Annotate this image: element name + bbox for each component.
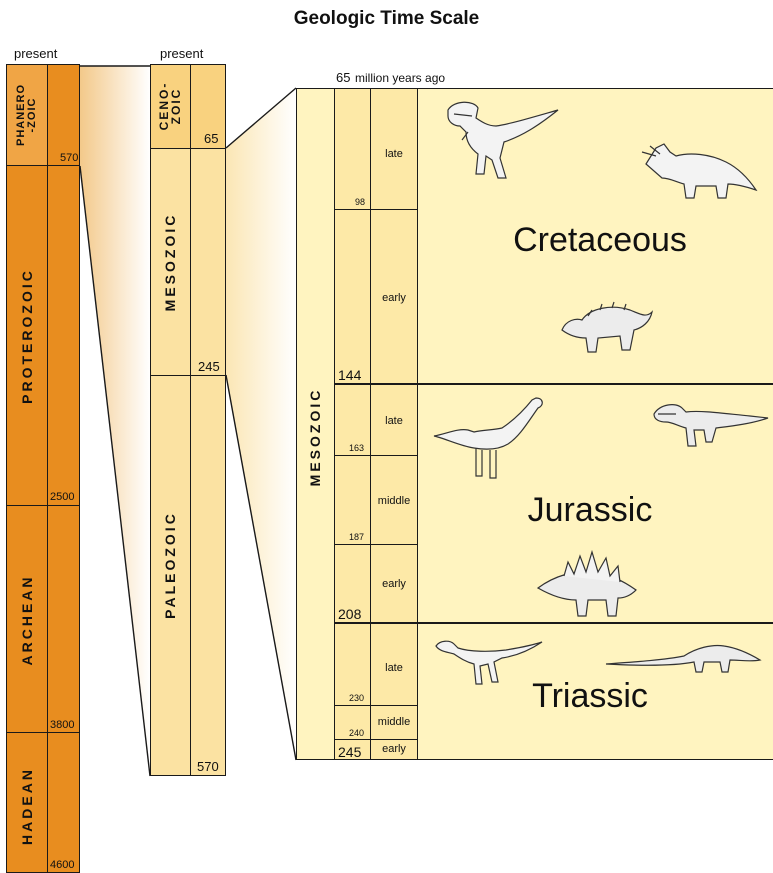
age-163: 163 [349,443,364,453]
eon-phanerozoic-scale [47,64,80,166]
epoch-cretaceous-early: early [371,292,417,304]
boundary-208 [334,622,773,624]
age-98: 98 [355,197,365,207]
age-187: 187 [349,532,364,542]
epoch-cretaceous-late: late [371,148,417,160]
allosaurus-icon [650,396,770,452]
age-570-col2: 570 [197,759,219,774]
boundary-144 [334,383,773,385]
eon-proterozoic-label: PROTEROZOIC [19,268,35,404]
long-tailed-reptile-icon [604,636,764,676]
col3-header-text: million years ago [355,71,445,85]
epoch-triassic-late: late [371,662,417,674]
boundary-240 [334,739,418,740]
boundary-163 [334,455,418,456]
boundary-98 [334,209,418,210]
age-3800: 3800 [50,719,74,731]
eon-phanerozoic-label: PHANERO -ZOIC [16,84,38,146]
triceratops-icon [640,138,760,202]
col3-header-num: 65 [336,70,350,85]
phanerozoic-zoom [80,66,150,776]
epoch-jurassic-early: early [371,578,417,590]
stegosaurus-icon [534,540,644,620]
era-mesozoic-detail-label: MESOZOIC [307,388,323,487]
era-mesozoic-label: MESOZOIC [162,213,178,312]
boundary-230 [334,705,418,706]
tyrannosaurus-icon [440,96,560,186]
age-208: 208 [338,606,361,622]
age-245-col3: 245 [338,744,361,760]
eon-hadean-label: HADEAN [19,767,35,845]
col1-header: present [14,46,57,61]
epoch-jurassic-late: late [371,415,417,427]
ankylosaurus-icon [558,296,654,360]
period-jurassic: Jurassic [470,491,710,530]
age-65-col2: 65 [204,131,218,146]
age-245-col2: 245 [198,359,220,374]
age-column [334,88,371,760]
period-cretaceous: Cretaceous [480,221,720,260]
boundary-187 [334,544,418,545]
age-4600: 4600 [50,859,74,871]
era-paleozoic-label: PALEOZOIC [162,511,178,619]
age-2500: 2500 [50,491,74,503]
mesozoic-zoom [226,88,296,760]
eon-hadean-scale [47,732,80,873]
eon-proterozoic-scale [47,165,80,506]
age-230: 230 [349,693,364,703]
sauropod-icon [432,392,548,484]
eon-archean-scale [47,505,80,733]
col2-header: present [160,46,203,61]
age-144: 144 [338,367,361,383]
epoch-triassic-middle: middle [371,716,417,728]
era-cenozoic-label: CENO- ZOIC [158,82,182,131]
epoch-jurassic-middle: middle [371,495,417,507]
era-paleozoic-scale [190,375,226,776]
epoch-triassic-early: early [371,743,417,755]
era-mesozoic-scale [190,148,226,376]
age-240: 240 [349,728,364,738]
eon-archean-label: ARCHEAN [19,575,35,666]
age-570-col1: 570 [60,152,78,164]
coelophysis-icon [434,634,544,688]
